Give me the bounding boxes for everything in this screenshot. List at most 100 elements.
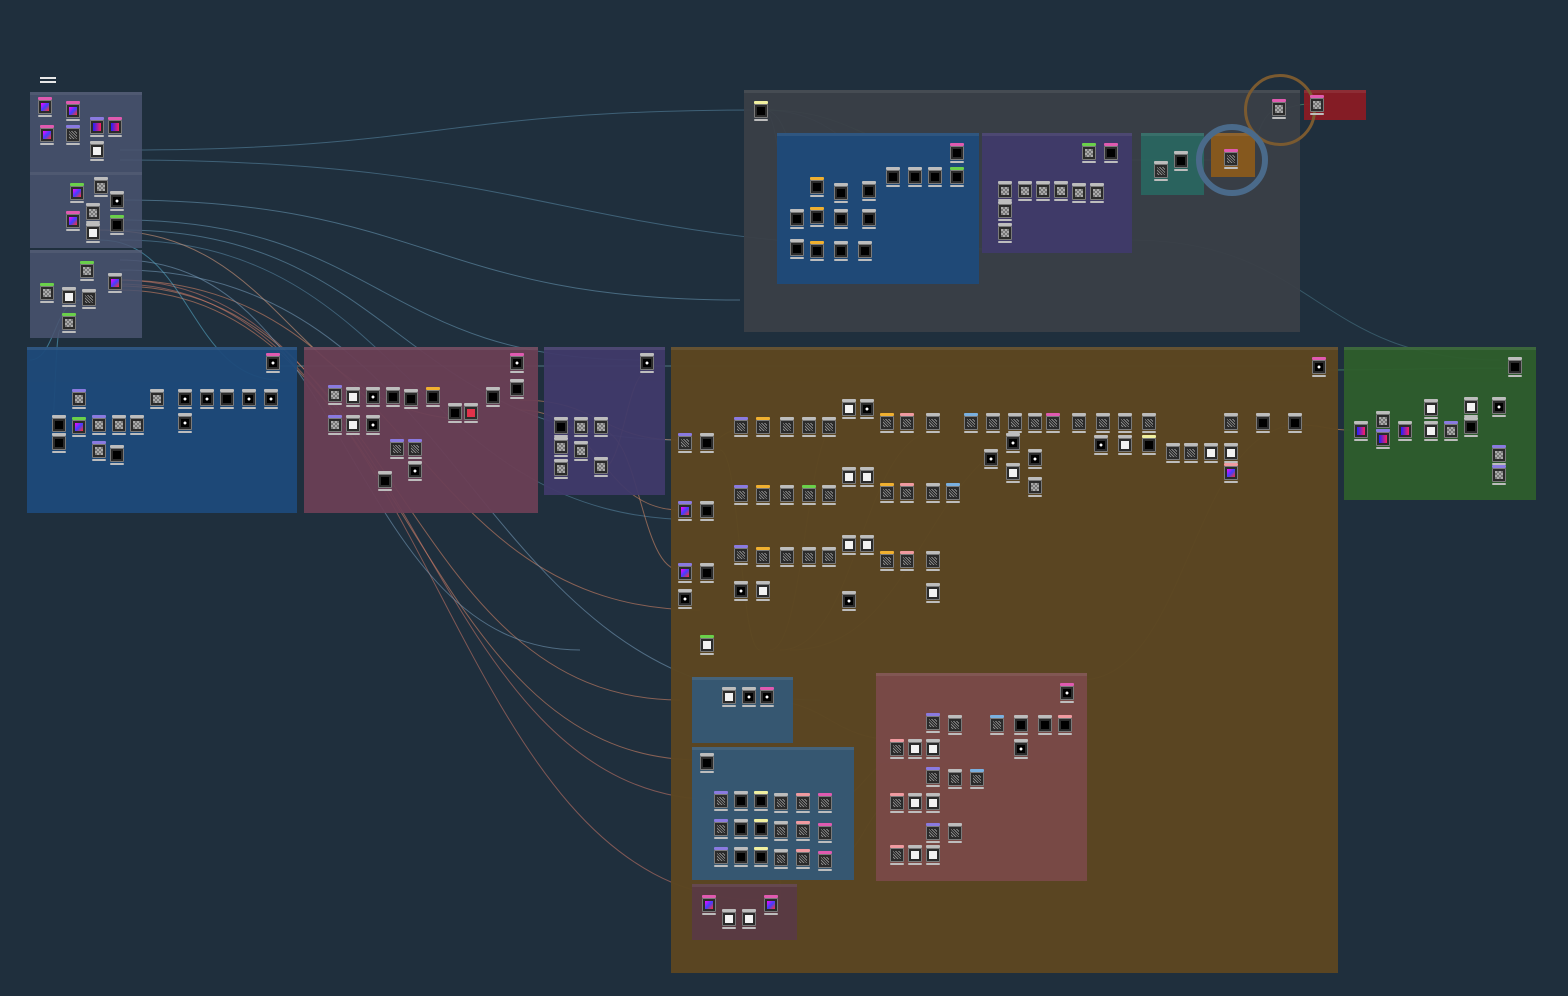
graph-node[interactable]	[756, 581, 770, 601]
graph-node[interactable]	[908, 167, 922, 187]
graph-node[interactable]	[998, 181, 1012, 201]
graph-node[interactable]	[1006, 463, 1020, 483]
graph-node[interactable]	[1008, 413, 1022, 433]
graph-node[interactable]	[946, 483, 960, 503]
graph-node[interactable]	[900, 413, 914, 433]
graph-node[interactable]	[926, 823, 940, 843]
graph-node[interactable]	[1118, 413, 1132, 433]
group-frame-4[interactable]	[27, 347, 297, 513]
group-header-bar[interactable]	[27, 347, 297, 350]
graph-node[interactable]	[1060, 683, 1074, 703]
graph-node[interactable]	[594, 417, 608, 437]
graph-node[interactable]	[90, 141, 104, 161]
graph-node[interactable]	[574, 417, 588, 437]
graph-node[interactable]	[66, 101, 80, 121]
graph-node[interactable]	[990, 715, 1004, 735]
graph-node[interactable]	[66, 125, 80, 145]
graph-node[interactable]	[734, 847, 748, 867]
graph-node[interactable]	[1094, 435, 1108, 455]
graph-node[interactable]	[38, 97, 52, 117]
graph-node[interactable]	[790, 209, 804, 229]
graph-node[interactable]	[72, 389, 86, 409]
graph-node[interactable]	[900, 551, 914, 571]
graph-node[interactable]	[1424, 421, 1438, 441]
group-header-bar[interactable]	[744, 90, 1300, 93]
graph-node[interactable]	[328, 415, 342, 435]
graph-node[interactable]	[178, 413, 192, 433]
group-header-bar[interactable]	[692, 747, 854, 750]
graph-node[interactable]	[220, 389, 234, 409]
graph-node[interactable]	[366, 387, 380, 407]
graph-node[interactable]	[1310, 95, 1324, 115]
graph-node[interactable]	[700, 433, 714, 453]
graph-node[interactable]	[1492, 465, 1506, 485]
graph-node[interactable]	[842, 591, 856, 611]
graph-node[interactable]	[780, 485, 794, 505]
graph-node[interactable]	[722, 909, 736, 929]
graph-node[interactable]	[926, 739, 940, 759]
graph-node[interactable]	[796, 793, 810, 813]
group-header-bar[interactable]	[1344, 347, 1536, 350]
graph-node[interactable]	[754, 101, 768, 121]
group-header-bar[interactable]	[30, 172, 142, 175]
graph-node[interactable]	[1492, 397, 1506, 417]
graph-node[interactable]	[386, 387, 400, 407]
group-header-bar[interactable]	[982, 133, 1132, 136]
graph-node[interactable]	[774, 821, 788, 841]
graph-node[interactable]	[950, 167, 964, 187]
graph-node[interactable]	[774, 849, 788, 869]
graph-node[interactable]	[886, 167, 900, 187]
graph-node[interactable]	[734, 545, 748, 565]
graph-node[interactable]	[1142, 413, 1156, 433]
graph-node[interactable]	[802, 547, 816, 567]
graph-node[interactable]	[860, 535, 874, 555]
graph-node[interactable]	[1058, 715, 1072, 735]
graph-node[interactable]	[970, 769, 984, 789]
graph-node[interactable]	[734, 417, 748, 437]
graph-node[interactable]	[1444, 421, 1458, 441]
graph-node[interactable]	[346, 415, 360, 435]
graph-node[interactable]	[822, 485, 836, 505]
graph-node[interactable]	[1072, 183, 1086, 203]
graph-node[interactable]	[1096, 413, 1110, 433]
graph-node[interactable]	[880, 413, 894, 433]
graph-node[interactable]	[928, 167, 942, 187]
graph-node[interactable]	[1166, 443, 1180, 463]
group-header-bar[interactable]	[692, 677, 793, 680]
graph-node[interactable]	[94, 177, 108, 197]
graph-node[interactable]	[366, 415, 380, 435]
group-frame-5[interactable]	[304, 347, 538, 513]
group-header-bar[interactable]	[30, 250, 142, 253]
graph-node[interactable]	[754, 819, 768, 839]
graph-node[interactable]	[1312, 357, 1326, 377]
graph-node[interactable]	[834, 183, 848, 203]
graph-node[interactable]	[734, 485, 748, 505]
graph-node[interactable]	[92, 441, 106, 461]
graph-node[interactable]	[722, 687, 736, 707]
graph-node[interactable]	[1142, 435, 1156, 455]
graph-node[interactable]	[796, 849, 810, 869]
graph-node[interactable]	[742, 909, 756, 929]
graph-node[interactable]	[834, 209, 848, 229]
graph-node[interactable]	[1288, 413, 1302, 433]
graph-node[interactable]	[390, 439, 404, 459]
graph-node[interactable]	[378, 471, 392, 491]
graph-node[interactable]	[756, 547, 770, 567]
graph-node[interactable]	[404, 389, 418, 409]
graph-node[interactable]	[510, 379, 524, 399]
graph-node[interactable]	[408, 439, 422, 459]
graph-node[interactable]	[700, 753, 714, 773]
graph-node[interactable]	[986, 413, 1000, 433]
graph-node[interactable]	[110, 191, 124, 211]
graph-node[interactable]	[1224, 149, 1238, 169]
graph-node[interactable]	[926, 583, 940, 603]
graph-node[interactable]	[130, 415, 144, 435]
graph-node[interactable]	[110, 445, 124, 465]
graph-node[interactable]	[860, 467, 874, 487]
graph-node[interactable]	[734, 581, 748, 601]
graph-node[interactable]	[734, 791, 748, 811]
group-header-bar[interactable]	[1141, 133, 1204, 136]
graph-node[interactable]	[464, 403, 478, 423]
graph-node[interactable]	[700, 501, 714, 521]
graph-node[interactable]	[1038, 715, 1052, 735]
